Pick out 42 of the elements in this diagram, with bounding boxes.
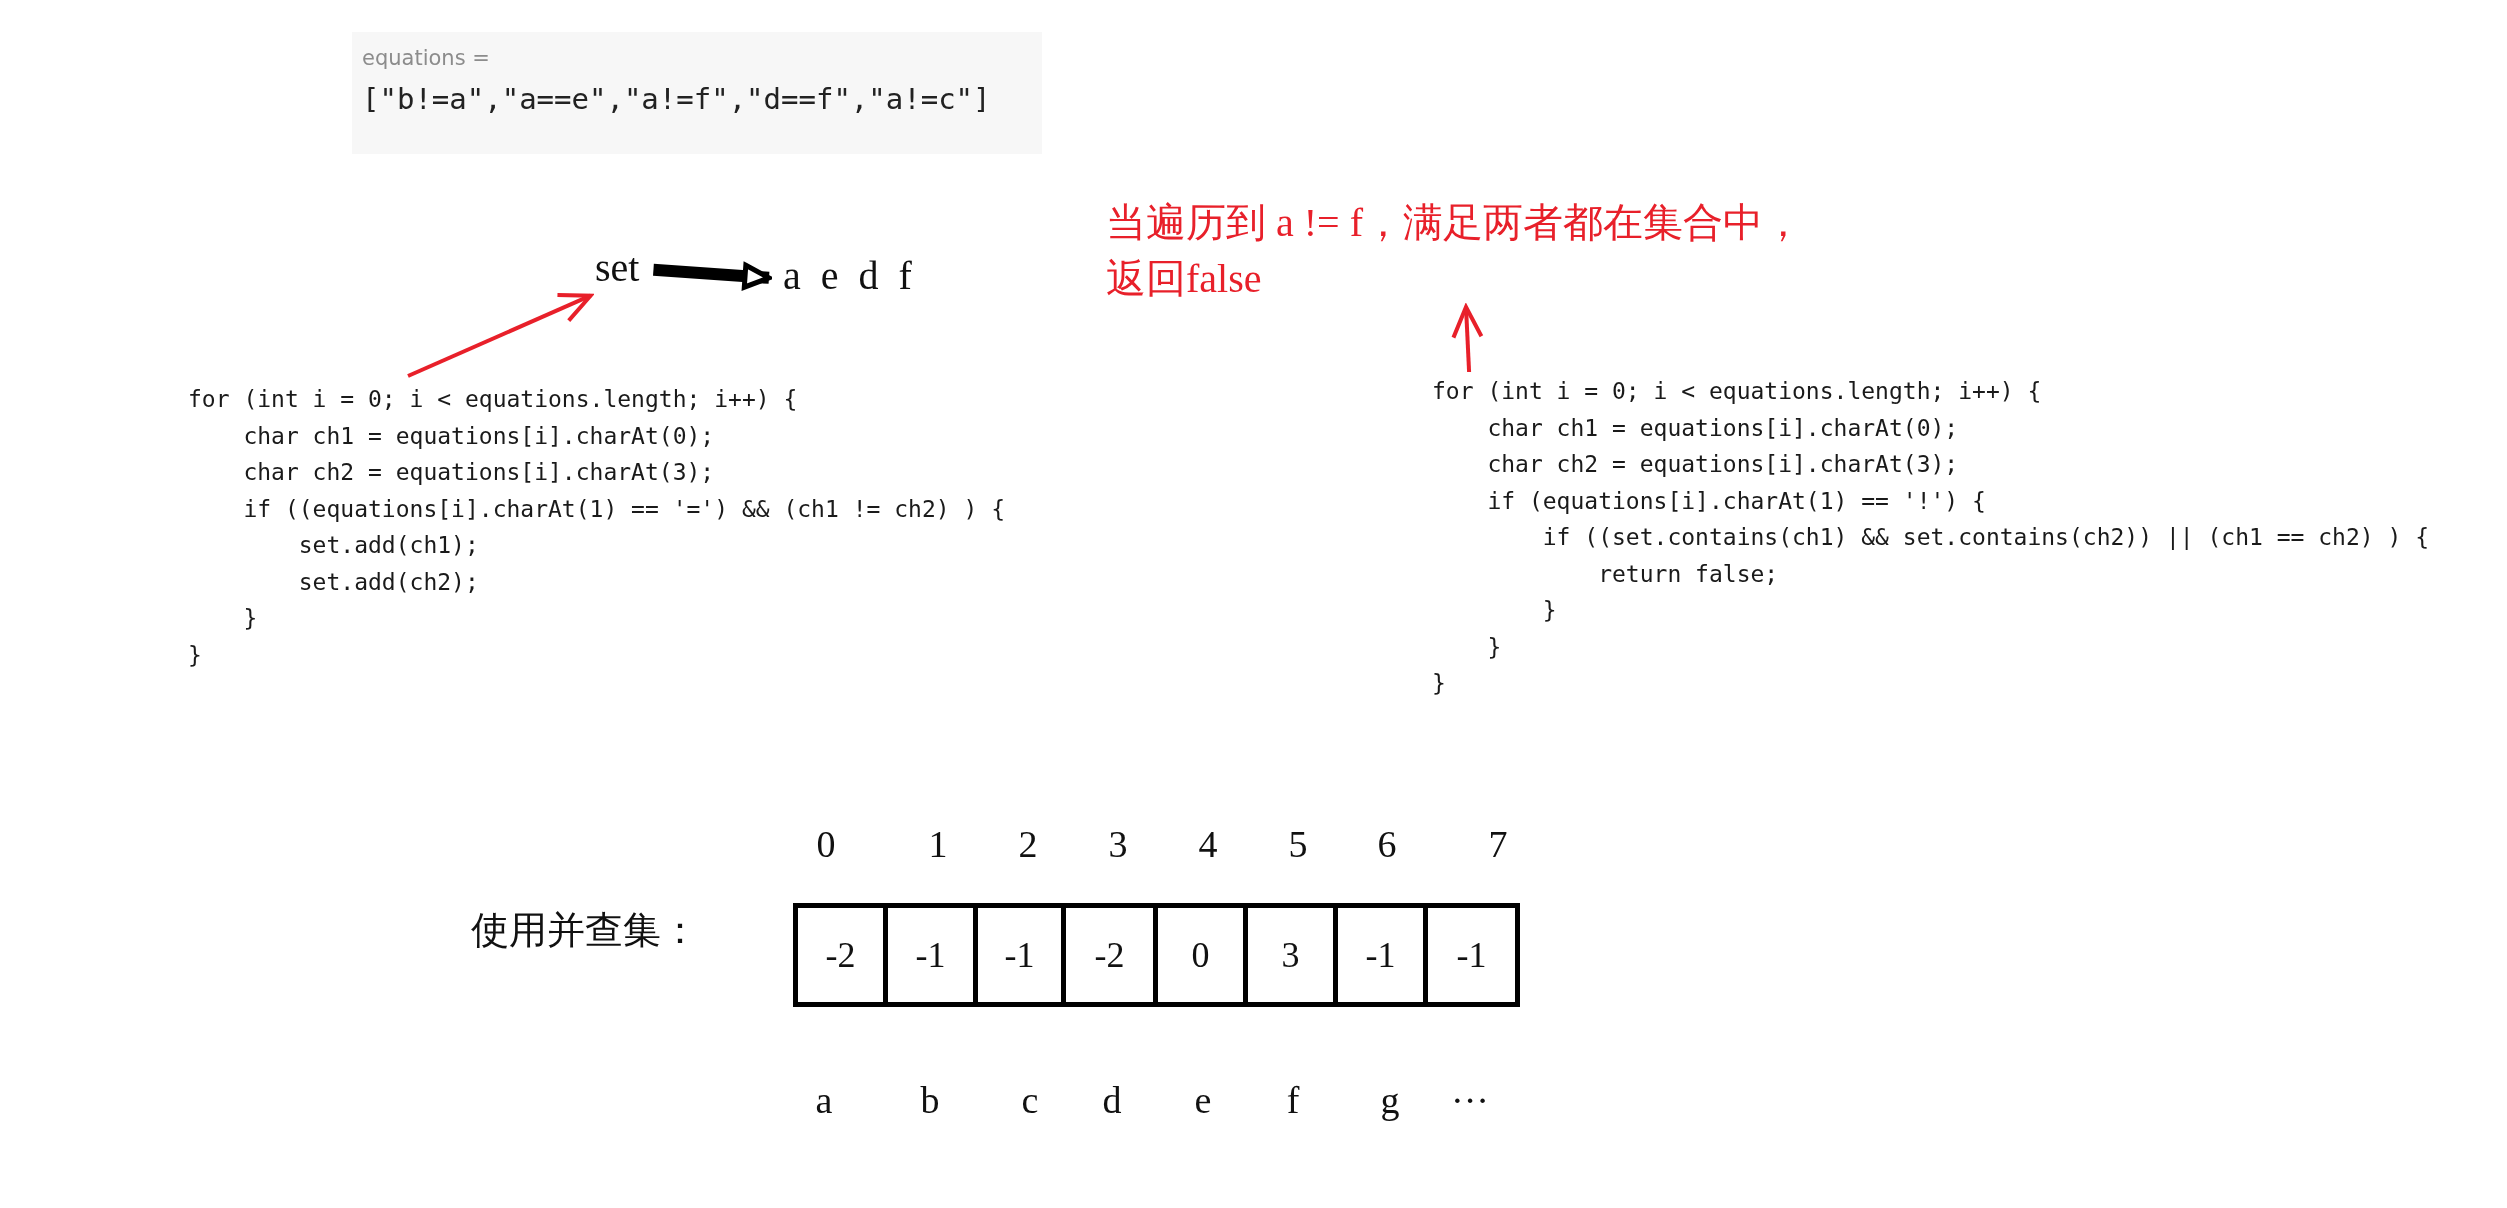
element-letter: a	[815, 1078, 833, 1122]
array-caption: 使用并查集：	[471, 908, 699, 953]
block-arrow	[653, 262, 772, 290]
index-number: 2	[1018, 822, 1038, 866]
element-letter: c	[1021, 1078, 1039, 1122]
index-number: 5	[1288, 822, 1308, 866]
code-line: char ch1 = equations[i].charAt(0);	[242, 421, 716, 451]
input-value: ["b!=a","a==e","a!=f","d==f","a!=c"]	[362, 82, 992, 116]
code-line: }	[1432, 669, 1447, 698]
element-letter: e	[1194, 1078, 1212, 1122]
element-letter: ···	[1451, 1078, 1489, 1122]
code-line: char ch1 = equations[i].charAt(0);	[1486, 413, 1960, 443]
code-line: char ch2 = equations[i].charAt(3);	[1486, 450, 1960, 479]
code-line: }	[188, 640, 203, 670]
code-line: return false;	[1597, 559, 1780, 589]
index-number: 0	[816, 822, 836, 866]
set-label: set	[595, 244, 640, 291]
set-elements: a e d f	[783, 252, 912, 299]
code-line: }	[1486, 632, 1503, 662]
code-line: }	[1541, 596, 1558, 625]
code-line: if (equations[i].charAt(1) == '!') {	[1486, 486, 1987, 516]
code-line: for (int i = 0; i < equations.length; i++) {	[1432, 377, 2043, 406]
code-line: char ch2 = equations[i].charAt(3);	[242, 458, 716, 487]
index-number: 4	[1198, 822, 1218, 866]
code-line: if ((set.contains(ch1) && set.contains(ch2)) || (ch1 == ch2) ) {	[1541, 523, 2430, 552]
element-letter: g	[1380, 1078, 1400, 1122]
arrow	[1451, 305, 1484, 373]
index-number: 1	[928, 822, 948, 866]
element-letter: d	[1102, 1078, 1122, 1122]
code-line: set.add(ch2);	[297, 567, 480, 597]
annotation-text: 当遍历到 a != f，满足两者都在集合中，返回false	[1106, 195, 1826, 307]
arrow	[407, 292, 593, 378]
input-caption: equations =	[362, 46, 491, 70]
index-number: 6	[1377, 822, 1397, 866]
element-letter: b	[920, 1078, 940, 1122]
index-number: 7	[1488, 822, 1508, 866]
element-letter: f	[1286, 1078, 1300, 1122]
index-number: 3	[1108, 822, 1128, 866]
code-line: set.add(ch1);	[297, 531, 480, 560]
code-line: }	[242, 604, 259, 633]
code-line: for (int i = 0; i < equations.length; i++) {	[188, 385, 799, 414]
code-line: if ((equations[i].charAt(1) == '=') && (ch1 != ch2) ) {	[242, 494, 1006, 524]
